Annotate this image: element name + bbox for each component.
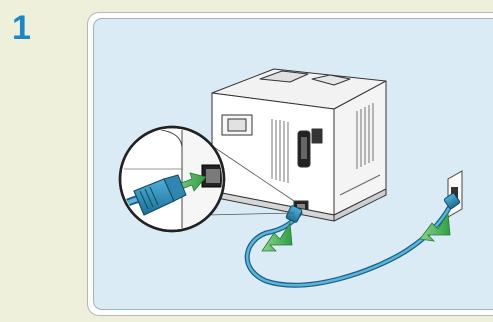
illustration-panel bbox=[93, 18, 493, 310]
step-number: 1 bbox=[12, 8, 31, 48]
printer bbox=[212, 69, 386, 221]
plug-in-arrow-outlet bbox=[420, 213, 450, 241]
illustration-frame bbox=[87, 12, 493, 316]
plug-in-arrow-printer bbox=[262, 223, 292, 251]
printer-power-cord-illustration bbox=[94, 19, 493, 310]
